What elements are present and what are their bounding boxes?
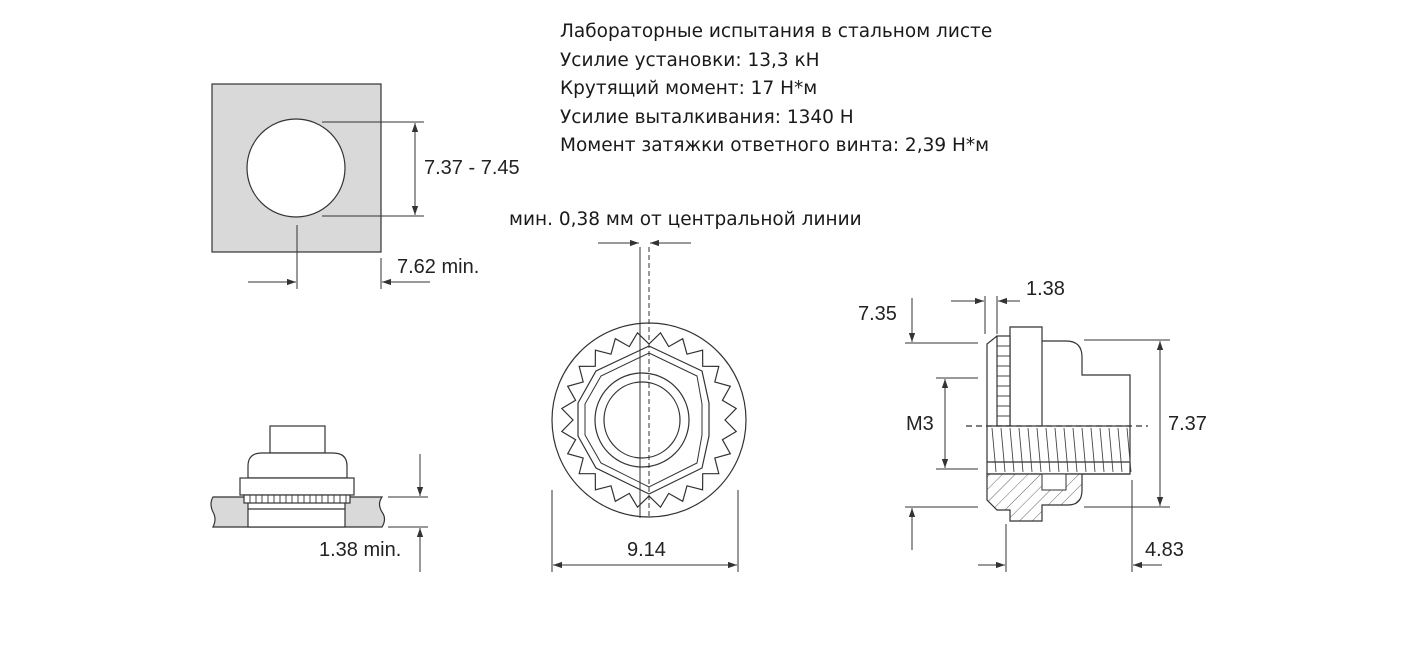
thread-lines <box>991 427 1132 473</box>
thread-line <box>1108 427 1114 473</box>
thread-line <box>991 427 997 473</box>
shank-length-label: 4.83 <box>1145 539 1184 561</box>
thread-line <box>1018 427 1024 473</box>
top-view <box>551 239 747 572</box>
hole-preparation-view <box>211 83 430 289</box>
thread-size-label: M3 <box>906 413 934 435</box>
thread-line <box>1054 427 1060 473</box>
nut-pilot <box>269 425 326 454</box>
thread-line <box>1036 427 1042 473</box>
hole-diameter-label: 7.37 - 7.45 <box>424 157 520 179</box>
installed-side-view <box>210 425 428 572</box>
overall-height-label: 7.37 <box>1168 413 1207 435</box>
section-hatch <box>986 473 1130 522</box>
edge-distance-label: 7.62 min. <box>397 256 479 278</box>
mounting-hole <box>246 118 346 218</box>
thread-line <box>1099 427 1105 473</box>
head-offset-label: 7.35 <box>858 303 897 325</box>
section-view <box>905 296 1170 572</box>
sheet-thickness-label: 1.38 min. <box>319 539 401 561</box>
centerline-offset-note: мин. 0,38 мм от центральной линии <box>509 209 862 230</box>
thread-line <box>1027 427 1033 473</box>
spec-title: Лабораторные испытания в стальном листе <box>560 21 993 42</box>
specifications-block: Лабораторные испытания в стальном листе … <box>560 18 992 161</box>
flange-diameter-label: 9.14 <box>627 539 666 561</box>
thread-line <box>1090 427 1096 473</box>
spec-pushout-force: Усилие выталкивания: 1340 Н <box>560 106 854 128</box>
thread-line <box>1081 427 1087 473</box>
thread-bore <box>603 381 681 459</box>
thread-line <box>1063 427 1069 473</box>
thread-line <box>1045 427 1051 473</box>
spec-mating-screw-torque: Момент затяжки ответного винта: 2,39 Н*м <box>560 135 990 156</box>
thread-line <box>1000 427 1006 473</box>
nut-head <box>247 452 348 479</box>
thread-line <box>1117 427 1123 473</box>
knurl-collar <box>996 335 1011 427</box>
shank-width-label: 1.38 <box>1026 278 1065 300</box>
spec-torque: Крутящий момент: 17 Н*м <box>560 78 818 99</box>
thread-line <box>1009 427 1015 473</box>
thread-line <box>1126 427 1132 473</box>
nut-flange <box>239 477 355 496</box>
nut-body <box>1009 326 1131 426</box>
thread-line <box>1072 427 1078 473</box>
spec-install-force: Усилие установки: 13,3 кН <box>560 49 820 71</box>
